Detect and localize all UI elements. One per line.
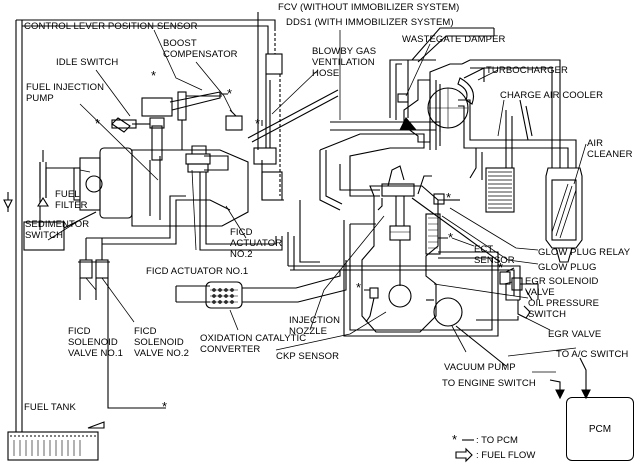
label-ficd-actuator-1: FICD ACTUATOR NO.1 xyxy=(146,266,249,277)
label-turbocharger: TURBOCHARGER xyxy=(486,65,568,76)
label-fcv: FCV (WITHOUT IMMOBILIZER SYSTEM) xyxy=(278,2,460,13)
asterisk-ficd: * xyxy=(162,399,168,414)
engine-bay-line xyxy=(343,220,499,337)
asterisk-pump: * xyxy=(151,68,157,83)
vacuum-lines xyxy=(78,172,521,409)
leader-lines xyxy=(47,29,587,373)
asterisk-ect: * xyxy=(448,230,454,245)
fuel-injection-pump-shape xyxy=(73,91,284,227)
blowby-hose-1 xyxy=(247,89,339,139)
label-charge-air-cooler: CHARGE AIR COOLER xyxy=(500,90,604,101)
asterisk-boost: * xyxy=(227,86,233,101)
label-idle-switch: IDLE SWITCH xyxy=(56,57,119,68)
sedimentor-box xyxy=(23,221,65,251)
label-ect-sensor: ECT SENSOR xyxy=(474,244,515,266)
fuel-tank-shape xyxy=(7,421,105,461)
label-fuel-injection-pump: FUEL INJECTION PUMP xyxy=(26,82,105,104)
label-ficd-actuator-2: FICD ACTUATOR NO.2 xyxy=(230,227,283,260)
label-vacuum-pump: VACUUM PUMP xyxy=(444,362,516,373)
label-glow-plug-relay: GLOW PLUG RELAY xyxy=(538,247,631,258)
label-to-ac-switch: TO A/C SWITCH xyxy=(556,349,629,360)
blowby-hose-2 xyxy=(251,95,339,143)
legend-to-pcm: : TO PCM xyxy=(476,435,518,446)
label-oil-pressure-switch: OIL PRESSURE SWITCH xyxy=(528,298,600,320)
asterisk-legend: * xyxy=(452,432,458,447)
label-control-lever: CONTROL LEVER POSITION SENSOR xyxy=(24,21,198,32)
label-oxidation-catalytic-converter: OXIDATION CATALYTIC CONVERTER xyxy=(200,333,307,355)
label-blowby-hose: BLOWBY GAS VENTILATION HOSE xyxy=(312,46,377,79)
label-boost-compensator: BOOST COMPENSATOR xyxy=(163,38,238,60)
legend-fuel-flow: : FUEL FLOW xyxy=(476,450,536,461)
air-cleaner-shape xyxy=(545,167,583,263)
label-egr-solenoid: EGR SOLENOID VALVE xyxy=(525,276,599,298)
label-to-engine-switch: TO ENGINE SWITCH xyxy=(442,378,536,389)
asterisk-idle: * xyxy=(95,116,101,131)
vacuum-pump-line xyxy=(455,325,507,367)
label-injection-nozzle: INJECTION NOZZLE xyxy=(289,315,341,337)
label-glow-plug: GLOW PLUG xyxy=(538,262,597,273)
fcv-lines xyxy=(257,12,283,196)
label-ficd-solenoid-2: FICD SOLENOID VALVE NO.2 xyxy=(134,326,190,359)
legend-arrow xyxy=(455,447,473,463)
label-air-cleaner: AIR CLEANER xyxy=(587,138,633,160)
asterisk-fcv: * xyxy=(255,116,261,131)
label-ficd-solenoid-1: FICD SOLENOID VALVE NO.1 xyxy=(68,326,124,359)
intake-pipes xyxy=(319,27,577,211)
charge-air-cooler-shape xyxy=(485,110,515,213)
label-fuel-filter: FUEL FILTER xyxy=(55,189,88,211)
label-fuel-tank: FUEL TANK xyxy=(24,402,76,413)
label-sedimentor-switch: SEDIMENTOR SWITCH xyxy=(25,219,90,241)
fuel-lines xyxy=(3,19,276,432)
label-dds1: DDS1 (WITH IMMOBILIZER SYSTEM) xyxy=(286,17,454,28)
pcm-label: PCM xyxy=(588,423,612,435)
label-egr-valve: EGR VALVE xyxy=(548,329,602,340)
asterisk-ckp: * xyxy=(356,280,362,295)
to-pcm-markers xyxy=(132,93,515,409)
asterisk-relay: * xyxy=(446,190,452,205)
label-wastegate: WASTEGATE DAMPER xyxy=(402,34,506,45)
pcm-box: PCM xyxy=(566,397,634,461)
asterisk-egr: * xyxy=(498,260,504,275)
exhaust-shape xyxy=(175,260,347,309)
label-ckp-sensor: CKP SENSOR xyxy=(276,351,340,362)
